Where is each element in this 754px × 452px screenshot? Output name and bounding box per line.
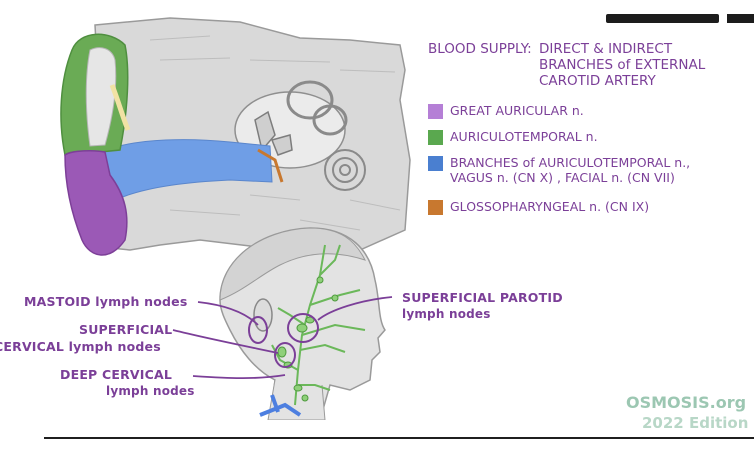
deep-cervical-label-line-2: lymph nodes [106, 384, 195, 398]
legend-item-auriculotemporal: AURICULOTEMPORAL n. [428, 129, 598, 145]
blood-supply-description: DIRECT & INDIRECT BRANCHES of EXTERNAL C… [539, 41, 705, 89]
legend-swatch-green [428, 130, 443, 145]
legend-label: GREAT AURICULAR n. [450, 103, 584, 118]
blood-supply-label: BLOOD SUPPLY: [428, 41, 532, 57]
superficial-label-line-2: CERVICAL lymph nodes [0, 339, 161, 354]
top-bar-decoration-right [727, 14, 754, 23]
legend-swatch-orange [428, 200, 443, 215]
blood-supply-line-2: BRANCHES of EXTERNAL [539, 57, 706, 73]
hair [219, 227, 366, 301]
ossicles [254, 110, 293, 156]
head-illustration [219, 227, 386, 420]
legend-swatch-blue [428, 156, 443, 171]
cochlea [324, 149, 366, 191]
blood-supply-line-3: CAROTID ARTERY [539, 73, 656, 89]
top-bar-decoration [606, 14, 719, 23]
superficial-label-line-1: SUPERFICIAL [79, 322, 173, 337]
legend-label-block: BRANCHES of AURICULOTEMPORAL n., VAGUS n… [450, 155, 690, 185]
watermark-brand: OSMOSIS.org [626, 393, 747, 412]
legend-item-great-auricular: GREAT AURICULAR n. [428, 103, 584, 119]
neck [267, 379, 326, 420]
semicircular-canals [286, 80, 348, 136]
legend-label-line-2: VAGUS n. (CN X) , FACIAL n. (CN VII) [450, 170, 675, 185]
blood-supply-heading: BLOOD SUPPLY: [428, 41, 532, 57]
parotid-node-circle [287, 313, 319, 343]
blood-supply-line-1: DIRECT & INDIRECT [539, 41, 673, 57]
legend-label: GLOSSOPHARYNGEAL n. (CN IX) [450, 199, 650, 214]
tympanic-nerve-orange [257, 148, 284, 183]
ear-canal-blue-region [104, 139, 273, 199]
auricle-purple-region [64, 150, 128, 256]
watermark-edition: 2022 Edition [642, 414, 749, 432]
bottom-divider [44, 437, 754, 439]
legend-swatch-purple [428, 104, 443, 119]
deep-cervical-label-line-1: DEEP CERVICAL [60, 367, 173, 382]
lymph-nodes [277, 276, 339, 402]
mastoid-label: MASTOID lymph nodes [24, 294, 188, 309]
cartilage-detail [109, 84, 131, 131]
head-ear [253, 298, 273, 332]
parotid-label-line-2: lymph nodes [402, 307, 491, 321]
subclavian-vessels [259, 394, 302, 417]
legend-label-line-1: BRANCHES of AURICULOTEMPORAL n., [450, 155, 691, 170]
legend-label: AURICULOTEMPORAL n. [450, 129, 598, 144]
parotid-label-line-1: SUPERFICIAL PAROTID [402, 290, 563, 305]
legend-item-glossopharyngeal: GLOSSOPHARYNGEAL n. (CN IX) [428, 199, 649, 215]
legend-item-branches: BRANCHES of AURICULOTEMPORAL n., VAGUS n… [428, 155, 690, 185]
superficial-cervical-node-circle [274, 342, 296, 368]
auricle-inner [85, 47, 117, 147]
mastoid-node-circle [248, 316, 268, 344]
ear-illustration [60, 17, 411, 256]
bone-texture [149, 35, 401, 231]
